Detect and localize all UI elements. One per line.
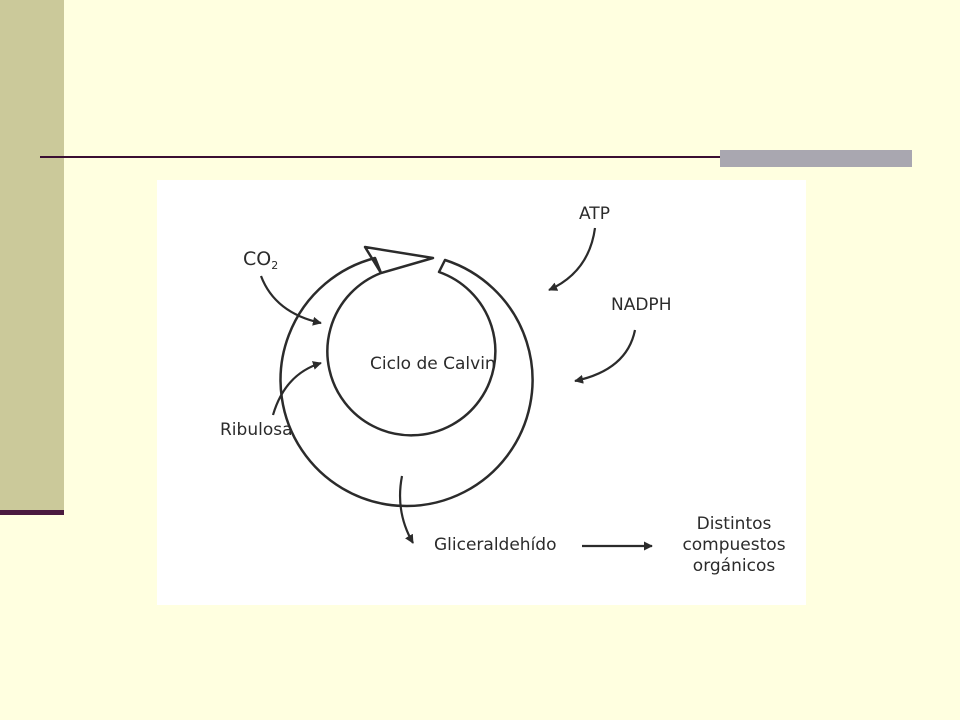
slide-side-bar-accent xyxy=(0,510,64,515)
co2-arrow xyxy=(259,275,322,326)
slide-side-bar xyxy=(0,0,64,512)
final-products-line: orgánicos xyxy=(692,556,776,576)
title-divider-accent xyxy=(720,150,912,167)
nadph-label: NADPH xyxy=(611,295,672,315)
nadph-arrow xyxy=(574,329,637,384)
gliceraldehido-arrow xyxy=(399,475,414,544)
atp-label: ATP xyxy=(579,204,610,224)
gliceraldehido-label: Gliceraldehído xyxy=(434,535,557,555)
atp-arrow xyxy=(548,227,597,292)
cycle-drawing xyxy=(259,227,653,551)
title-divider-line xyxy=(40,156,912,158)
ribulosa-arrow xyxy=(271,361,322,416)
ribulosa-label: Ribulosa xyxy=(220,420,293,440)
final-products-line: compuestos xyxy=(682,535,786,555)
cycle-center-label: Ciclo de Calvin xyxy=(370,354,496,374)
co2-label: CO2 xyxy=(243,248,279,272)
cycle-ring-arrow xyxy=(279,245,534,508)
final-products-line: Distintos xyxy=(696,514,772,534)
final-products-label: Distintos compuestos orgánicos xyxy=(663,514,805,577)
calvin-cycle-diagram: CO2 ATP NADPH Ciclo de Calvin Ribulosa G… xyxy=(157,180,806,605)
